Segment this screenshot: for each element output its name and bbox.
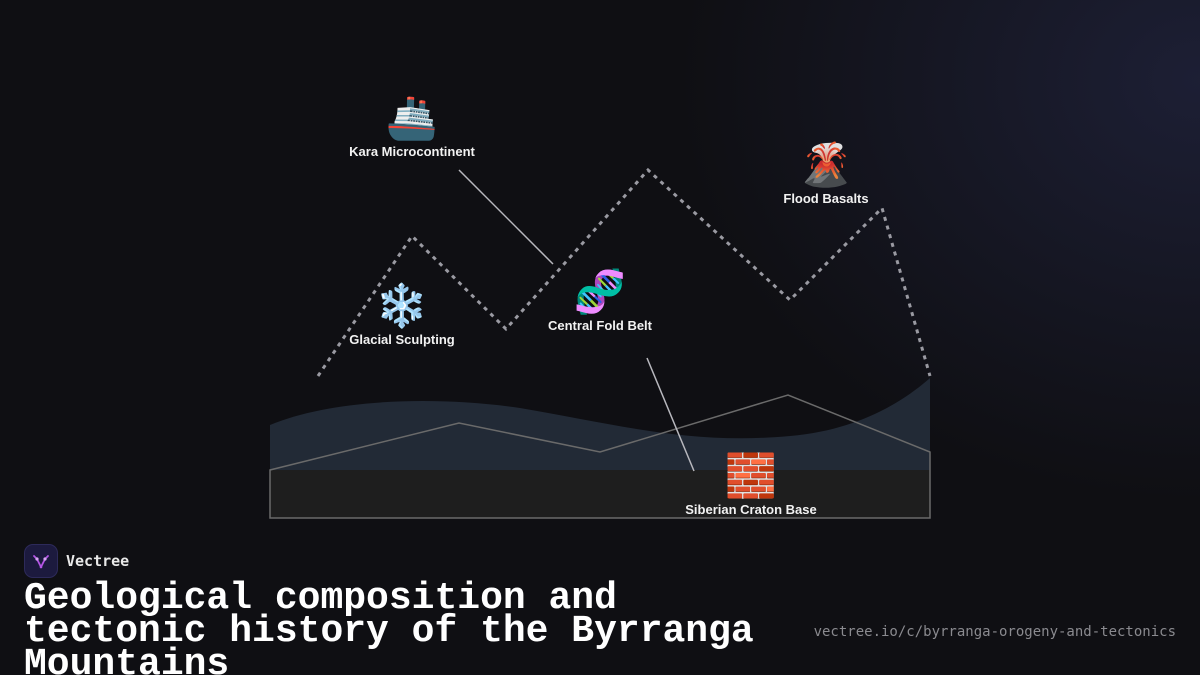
node-flood-basalts: 🌋 Flood Basalts: [783, 141, 868, 206]
brand-name: Vectree: [66, 552, 130, 570]
node-label: Siberian Craton Base: [685, 502, 817, 517]
node-label: Kara Microcontinent: [349, 144, 475, 159]
node-label: Central Fold Belt: [547, 318, 653, 333]
logo-mark: [33, 555, 49, 569]
node-central-fold-belt: 🧬 Central Fold Belt: [548, 268, 652, 333]
ship-icon: 🚢: [385, 94, 439, 141]
dna-icon: 🧬: [573, 268, 627, 315]
snowflake-icon: ❄️: [375, 282, 429, 329]
bedrock-profile: [269, 394, 931, 519]
source-url: vectree.io/c/byrranga-orogeny-and-tecton…: [813, 624, 1176, 640]
brick-icon: 🧱: [724, 452, 778, 499]
vectree-logo-icon: [24, 544, 58, 578]
node-glacial-sculpting: ❄️ Glacial Sculpting: [349, 282, 454, 347]
water-layer: [270, 378, 930, 470]
kara-leader-line: [458, 169, 554, 265]
page-title: Geological composition and tectonic hist…: [24, 577, 754, 675]
node-siberian-craton-base: 🧱 Siberian Craton Base: [685, 452, 817, 517]
node-label: Glacial Sculpting: [349, 332, 455, 347]
brand: Vectree: [24, 544, 129, 578]
node-kara-microcontinent: 🚢 Kara Microcontinent: [349, 94, 475, 159]
mountain-ridge-line: [316, 167, 932, 377]
node-label: Flood Basalts: [783, 191, 869, 206]
ground-block: [270, 470, 930, 518]
craton-leader-line: [646, 357, 695, 472]
volcano-icon: 🌋: [799, 141, 853, 188]
